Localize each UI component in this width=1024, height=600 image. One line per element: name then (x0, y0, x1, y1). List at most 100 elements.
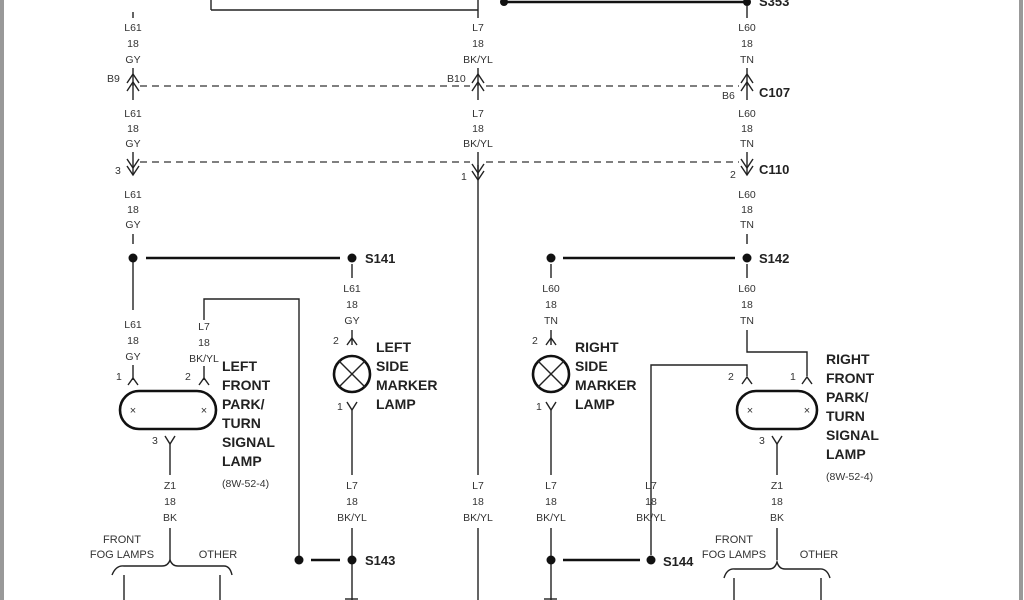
wire-label: 18 (741, 299, 753, 311)
left-park-lamp-label: FRONT (222, 377, 271, 393)
s353-label: S353 (759, 0, 789, 9)
wire-label: 18 (472, 496, 484, 508)
s141-dot-right (347, 253, 357, 263)
pin-label: 1 (536, 401, 542, 413)
s144-dot-right (646, 555, 656, 565)
right-marker-pin2 (545, 336, 557, 346)
wire-label: 18 (545, 496, 557, 508)
wire-label: L61 (124, 189, 142, 201)
left-marker-pin1 (346, 401, 358, 412)
right-park-lamp-label: TURN (826, 408, 865, 424)
wire-l7-right-park (650, 364, 748, 555)
left-park-pin1 (127, 376, 139, 386)
s142-dot-left (546, 253, 556, 263)
wire-label: 18 (127, 38, 139, 50)
c107-pin-b10 (471, 72, 485, 100)
wire-label: GY (344, 315, 359, 327)
s143-dot-left (294, 555, 304, 565)
wire-label: BK/YL (337, 512, 367, 524)
wire-label: L61 (124, 108, 142, 120)
wire-label: 18 (346, 496, 358, 508)
branch-label-front-fog: FOG LAMPS (702, 549, 766, 561)
wire-label: BK (770, 512, 784, 524)
pin-label: 1 (337, 401, 343, 413)
wire-label: 18 (198, 337, 210, 349)
left-park-lamp-label: LAMP (222, 453, 262, 469)
c107-pin-b6 (740, 72, 754, 100)
pin-label: 2 (730, 169, 736, 181)
left-park-lamp-label: LEFT (222, 358, 257, 374)
wire-label: 18 (127, 204, 139, 216)
branch-label-front-fog: FRONT (103, 534, 141, 546)
wire-label: TN (544, 315, 558, 327)
right-marker-label: LAMP (575, 396, 615, 412)
lamp-filament-x: × (747, 405, 753, 417)
pin-label: 2 (728, 371, 734, 383)
branch-label-front-fog: FOG LAMPS (90, 549, 154, 561)
c110-pin-3 (126, 158, 140, 177)
s353-dot-left (500, 0, 508, 6)
wire-l60-to-right-park (746, 330, 808, 376)
wire-label: BK/YL (463, 512, 493, 524)
wire-label: BK/YL (463, 54, 493, 66)
right-park-lamp-label: PARK/ (826, 389, 869, 405)
wire-label: TN (740, 138, 754, 150)
wire-label: L61 (343, 283, 361, 295)
right-park-lamp-label: LAMP (826, 446, 866, 462)
right-park-pin3 (771, 435, 783, 446)
left-park-lamp-label: TURN (222, 415, 261, 431)
left-marker-bulb-x (338, 360, 366, 388)
wire-label: 18 (127, 123, 139, 135)
right-marker-label: MARKER (575, 377, 636, 393)
wire-label: 18 (741, 204, 753, 216)
wire-label: L7 (645, 480, 657, 492)
lamp-filament-x: × (804, 405, 810, 417)
wire-label: 18 (645, 496, 657, 508)
c110-pin-1 (471, 163, 485, 182)
wire-label: L7 (545, 480, 557, 492)
s141-dot-left (128, 253, 138, 263)
wire-label: L7 (198, 321, 210, 333)
left-park-pin2 (198, 376, 210, 386)
wire-label: TN (740, 315, 754, 327)
lamp-filament-x: × (201, 405, 207, 417)
wire-label: 18 (472, 38, 484, 50)
left-park-pin3 (164, 435, 176, 446)
branch-label-other: OTHER (800, 549, 839, 561)
s142-label: S142 (759, 251, 789, 266)
right-marker-label: RIGHT (575, 339, 619, 355)
pin-label: 2 (532, 335, 538, 347)
right-park-lamp-label: RIGHT (826, 351, 870, 367)
pin-label: 1 (790, 371, 796, 383)
wire-label: 18 (164, 496, 176, 508)
s143-dot-right (347, 555, 357, 565)
wire-label: 18 (127, 335, 139, 347)
c107-pin-b9 (126, 72, 140, 100)
wire-label: BK (163, 512, 177, 524)
wire-label: L61 (124, 319, 142, 331)
wire-label: L7 (472, 22, 484, 34)
wire-label: 18 (346, 299, 358, 311)
right-branch-bracket (723, 559, 831, 579)
right-park-lamp-label: SIGNAL (826, 427, 879, 443)
wire-label: L60 (738, 22, 756, 34)
pin-label: 2 (185, 371, 191, 383)
branch-label-front-fog: FRONT (715, 534, 753, 546)
pin-label: B6 (722, 90, 735, 102)
right-park-pin1 (801, 375, 813, 385)
right-park-lamp-body (735, 389, 819, 431)
wire-label: GY (125, 351, 140, 363)
wire-label: Z1 (771, 480, 783, 492)
left-park-lamp-body (118, 389, 218, 431)
wire-label: L60 (738, 189, 756, 201)
wire-label: BK/YL (536, 512, 566, 524)
wire-label: BK/YL (463, 138, 493, 150)
left-branch-bracket (111, 557, 233, 576)
pin-label: B9 (107, 73, 120, 85)
left-marker-label: SIDE (376, 358, 409, 374)
wire-label: BK/YL (189, 353, 219, 365)
c110-label: C110 (759, 162, 789, 177)
wire-label: L61 (124, 22, 142, 34)
right-park-ref: (8W-52-4) (826, 471, 873, 483)
